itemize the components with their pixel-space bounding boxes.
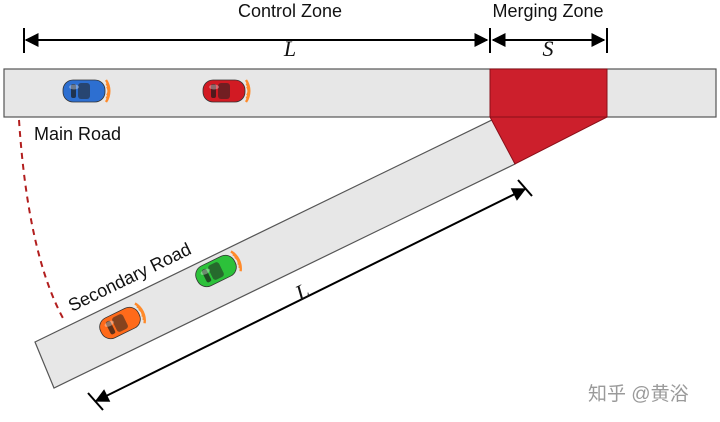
watermark: 知乎 @黄浴 — [588, 383, 689, 405]
length-secondary-label: L — [290, 278, 313, 306]
car-red — [202, 79, 251, 103]
car-blue — [62, 79, 111, 103]
signal-waves-icon — [134, 302, 146, 324]
main-road — [3, 68, 717, 118]
merging-zone-label: Merging Zone — [492, 1, 603, 21]
car-orange — [99, 302, 146, 340]
dimension-merging-zone — [491, 28, 608, 53]
main-road-label: Main Road — [34, 124, 121, 144]
signal-waves-icon — [104, 79, 111, 103]
dimension-secondary-road — [87, 179, 533, 411]
control-zone-label: Control Zone — [238, 1, 342, 21]
car-green — [195, 250, 242, 288]
length-main-label: L — [283, 36, 296, 61]
signal-waves-icon — [244, 79, 251, 103]
secondary-road — [34, 117, 516, 389]
signal-waves-icon — [230, 250, 242, 272]
dimension-control-zone — [23, 28, 491, 53]
merging-zone — [489, 68, 608, 165]
radius-arc — [18, 119, 65, 321]
length-merge-label: S — [543, 36, 554, 61]
